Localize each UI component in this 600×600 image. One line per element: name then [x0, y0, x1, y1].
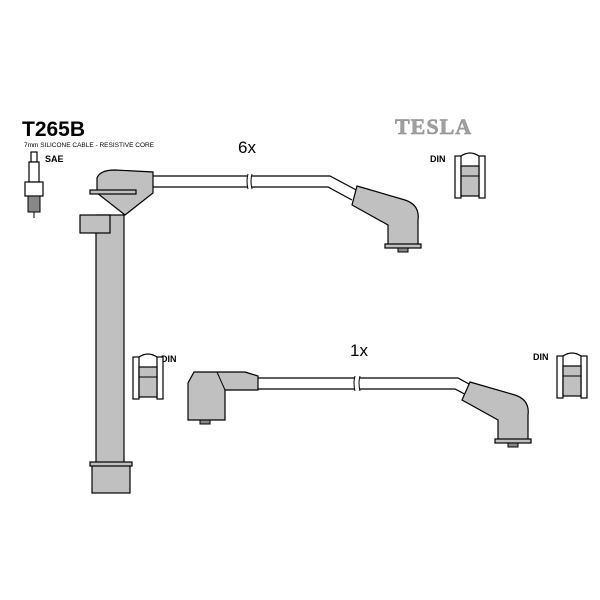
right-angle-connector — [187, 371, 259, 425]
top-angled-boot — [351, 185, 422, 253]
top-din-terminal-icon — [454, 152, 486, 199]
bottom-quantity: 1x — [350, 341, 368, 360]
long-boot-connector — [79, 169, 154, 494]
bottom-din-terminal-icon — [556, 352, 588, 399]
tesla-logo: TESLA — [395, 114, 472, 139]
top-quantity: 6x — [238, 138, 256, 157]
cable-description: 7mm SILICONE CABLE - RESISTIVE CORE — [24, 142, 155, 149]
plug-standard-label: SAE — [45, 154, 64, 164]
top-din-label: DIN — [430, 154, 446, 164]
product-code: T265B — [22, 118, 85, 141]
bottom-cable — [258, 375, 481, 399]
middle-din-label: DIN — [161, 354, 177, 364]
spark-plug-icon — [24, 151, 44, 218]
middle-din-terminal-icon — [132, 353, 164, 400]
top-cable — [153, 173, 361, 201]
bottom-angled-boot — [461, 381, 532, 448]
bottom-din-label: DIN — [533, 352, 549, 362]
